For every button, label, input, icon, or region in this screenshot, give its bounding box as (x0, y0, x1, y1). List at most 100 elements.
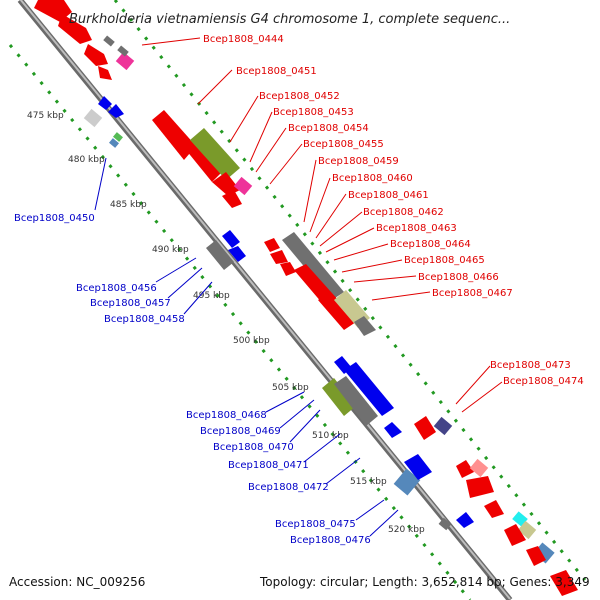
gene-0471a[interactable] (334, 356, 352, 374)
gene-0476-grey[interactable] (438, 517, 452, 531)
gene-0482[interactable] (550, 570, 578, 596)
gene-label-0466[interactable]: Bcep1808_0466 (418, 272, 499, 283)
gene-label-0471[interactable]: Bcep1808_0471 (228, 460, 309, 471)
gene-label-0450[interactable]: Bcep1808_0450 (14, 213, 95, 224)
tick-label: 480 kbp (68, 155, 105, 165)
gene-0478-khaki[interactable] (517, 520, 537, 540)
leader-0450 (94, 157, 107, 211)
gene-0475-arrow[interactable] (404, 454, 432, 480)
gene-0455[interactable] (222, 190, 242, 208)
gene-label-0461[interactable]: Bcep1808_0461 (348, 190, 429, 201)
leader-0472 (325, 457, 361, 485)
tick-label: 500 kbp (233, 336, 270, 346)
gene-label-0476[interactable]: Bcep1808_0476 (290, 535, 371, 546)
gene-0479[interactable] (504, 524, 526, 546)
gene-0468-olive[interactable] (322, 378, 356, 416)
gene-0459[interactable] (264, 238, 280, 252)
leader-0460 (309, 177, 331, 233)
gene-0450b[interactable] (108, 104, 124, 118)
leader-0451 (197, 69, 233, 105)
gene-label-0474[interactable]: Bcep1808_0474 (503, 376, 584, 387)
gene-label-0472[interactable]: Bcep1808_0472 (248, 482, 329, 493)
gene-0472[interactable] (384, 422, 402, 438)
gene-0476a[interactable] (466, 476, 494, 498)
gene-label-0468[interactable]: Bcep1808_0468 (186, 410, 267, 421)
gene-0462-grey[interactable] (282, 232, 344, 300)
gene-0448b-grey[interactable] (103, 35, 115, 47)
gene-0458-grey[interactable] (206, 240, 234, 270)
gene-0471b[interactable] (348, 366, 366, 384)
gene-0450-steel[interactable] (109, 138, 119, 148)
blue-leader-lines (94, 157, 399, 537)
gene-label-0465[interactable]: Bcep1808_0465 (404, 255, 485, 266)
leader-0468 (265, 391, 305, 413)
leader-0473 (455, 365, 491, 405)
gene-label-0467[interactable]: Bcep1808_0467 (432, 288, 513, 299)
gene-0453[interactable] (212, 172, 240, 196)
leader-0454 (255, 127, 287, 173)
leader-0464 (333, 243, 389, 261)
gene-0446[interactable] (84, 44, 108, 66)
gene-0474-navy[interactable] (433, 416, 453, 436)
leader-0476 (369, 509, 399, 537)
leader-0471 (303, 433, 341, 463)
chromosome-backbone-highlight (19, 0, 511, 600)
gene-0467-grey[interactable] (354, 316, 376, 336)
gene-0460[interactable] (270, 250, 288, 264)
gene-label-0451[interactable]: Bcep1808_0451 (236, 66, 317, 77)
gene-0450a[interactable] (98, 96, 112, 110)
gene-0447[interactable] (98, 66, 112, 80)
gene-0469-grey[interactable] (334, 376, 378, 426)
gene-label-0454[interactable]: Bcep1808_0454 (288, 123, 369, 134)
tick-label: 495 kbp (193, 291, 230, 301)
gene-0452[interactable] (186, 142, 222, 182)
gene-0452-olive[interactable] (190, 128, 240, 180)
gene-label-0475[interactable]: Bcep1808_0475 (275, 519, 356, 530)
gene-label-0464[interactable]: Bcep1808_0464 (390, 239, 471, 250)
gene-0450-lightgrey[interactable] (83, 108, 103, 128)
tick-label: 520 kbp (388, 525, 425, 535)
gene-0475-steelblue[interactable] (393, 468, 421, 496)
gene-label-0460[interactable]: Bcep1808_0460 (332, 173, 413, 184)
gene-0448-pink[interactable] (115, 51, 135, 71)
gene-label-0469[interactable]: Bcep1808_0469 (200, 426, 281, 437)
gene-label-0473[interactable]: Bcep1808_0473 (490, 360, 571, 371)
gene-0457[interactable] (228, 246, 246, 262)
gene-label-0462[interactable]: Bcep1808_0462 (363, 207, 444, 218)
gene-0473[interactable] (414, 416, 436, 440)
gene-label-0444[interactable]: Bcep1808_0444 (203, 34, 284, 45)
gene-0476-arrow[interactable] (456, 512, 474, 528)
gene-label-0455[interactable]: Bcep1808_0455 (303, 139, 384, 150)
gene-label-0459[interactable]: Bcep1808_0459 (318, 156, 399, 167)
gene-label-0457[interactable]: Bcep1808_0457 (90, 298, 171, 309)
leader-0470 (289, 409, 321, 443)
gene-0475a[interactable] (456, 460, 474, 478)
leader-0469 (279, 399, 315, 429)
tick-label: 515 kbp (350, 477, 387, 487)
gene-label-0453[interactable]: Bcep1808_0453 (273, 107, 354, 118)
leader-0475 (355, 499, 385, 521)
gene-0475-salmon[interactable] (469, 458, 489, 478)
gene-0451[interactable] (152, 110, 196, 160)
leader-0459 (303, 159, 317, 223)
leader-0457 (167, 267, 203, 299)
gene-0454-pink[interactable] (233, 176, 253, 196)
gene-0445[interactable] (58, 14, 92, 44)
gene-label-0458[interactable]: Bcep1808_0458 (104, 314, 185, 325)
tick-label: 510 kbp (312, 431, 349, 441)
gene-0450-green[interactable] (113, 132, 123, 142)
gene-label-0463[interactable]: Bcep1808_0463 (376, 223, 457, 234)
gene-label-0452[interactable]: Bcep1808_0452 (259, 91, 340, 102)
gene-0449-grey[interactable] (117, 45, 129, 57)
gene-label-0470[interactable]: Bcep1808_0470 (213, 442, 294, 453)
gene-0461[interactable] (280, 262, 296, 276)
gene-label-0456[interactable]: Bcep1808_0456 (76, 283, 157, 294)
gene-0456[interactable] (222, 230, 240, 248)
leader-0465 (341, 259, 403, 273)
blue-gene-labels: Bcep1808_0450 Bcep1808_0456 Bcep1808_045… (14, 213, 371, 546)
gene-0476b[interactable] (484, 500, 504, 518)
gene-0481[interactable] (526, 546, 546, 566)
gene-0464[interactable] (318, 292, 356, 330)
